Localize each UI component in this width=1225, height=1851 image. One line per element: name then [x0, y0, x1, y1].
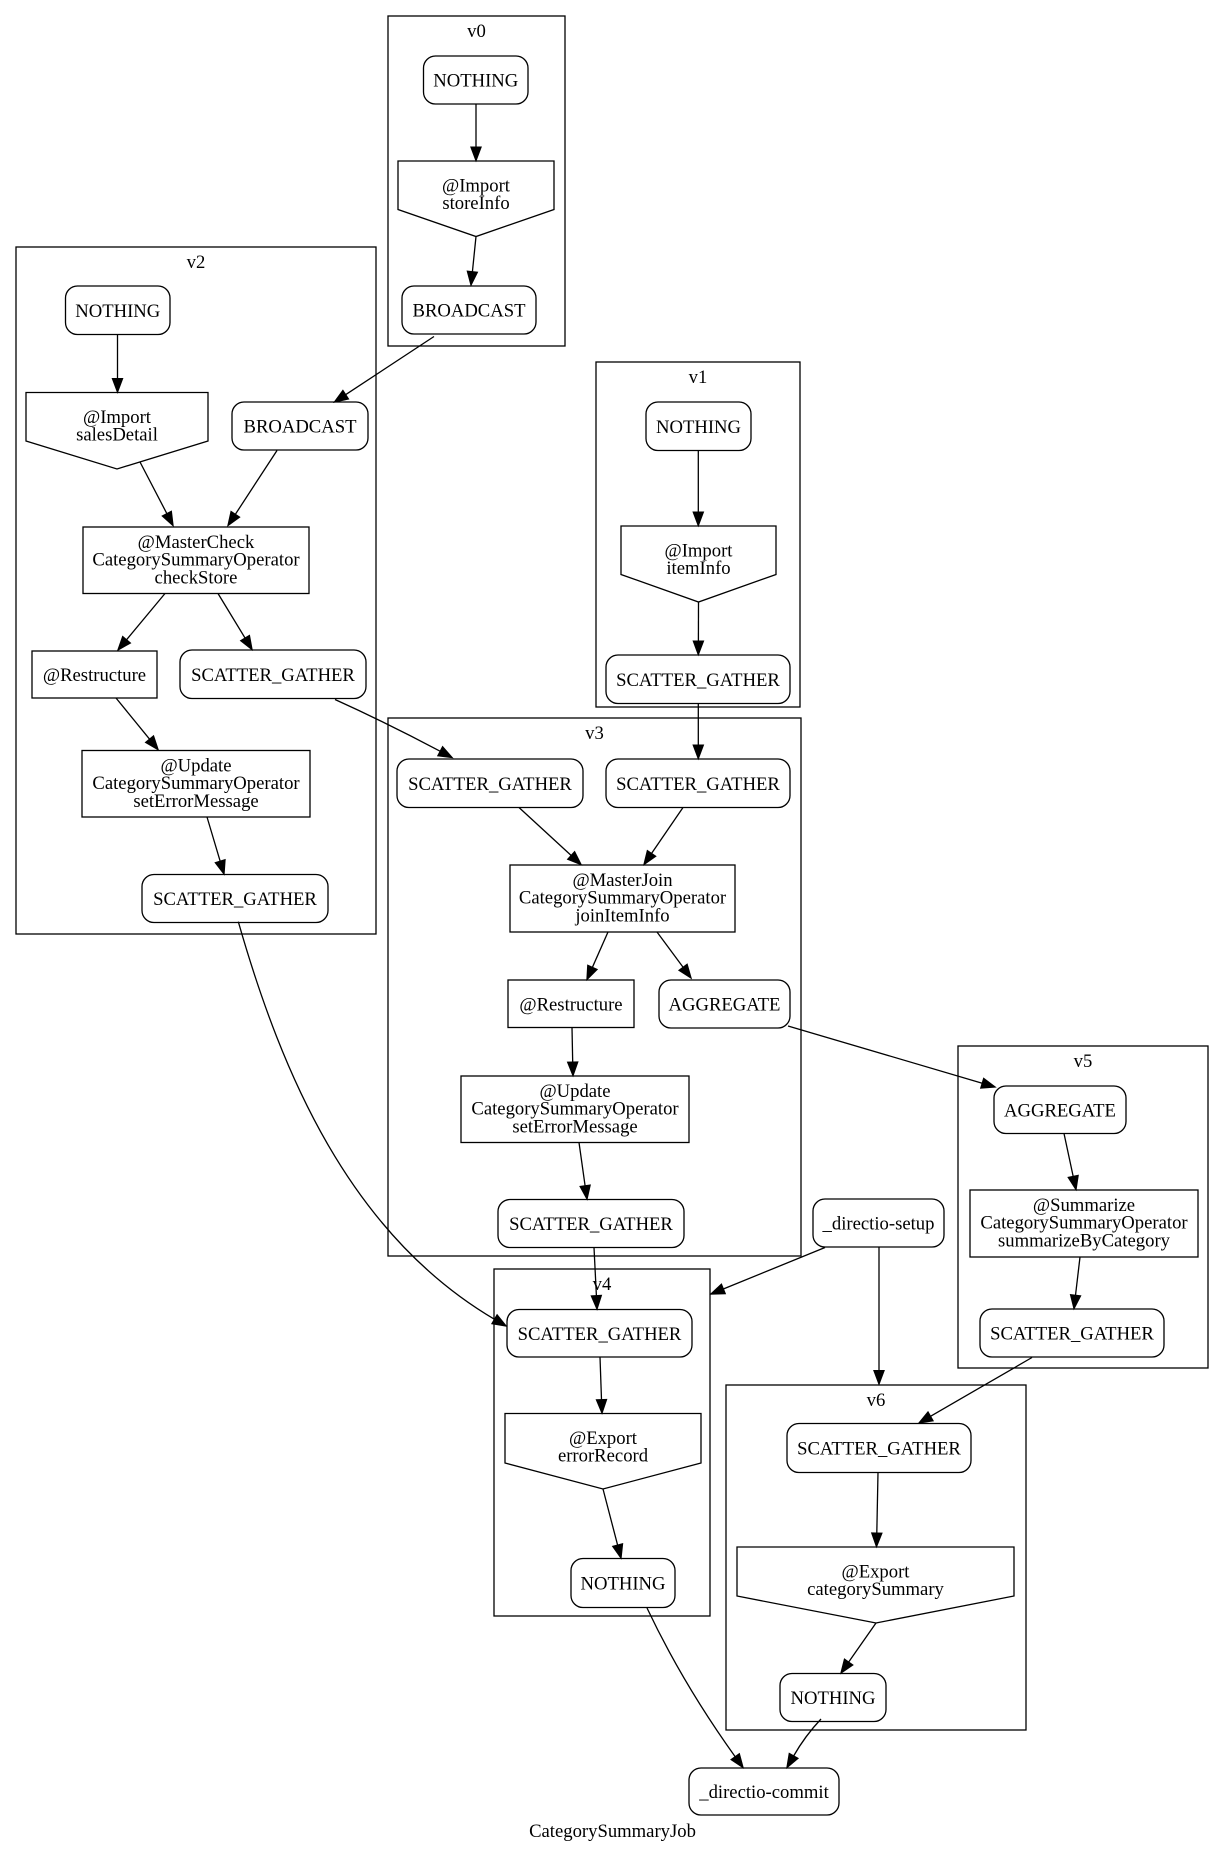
svg-text:@Export: @Export: [842, 1562, 911, 1583]
svg-text:@Import: @Import: [665, 541, 734, 562]
svg-text:@Update: @Update: [160, 756, 231, 777]
svg-text:@Import: @Import: [83, 407, 152, 428]
svg-text:@Restructure: @Restructure: [519, 994, 622, 1015]
svg-text:@MasterJoin: @MasterJoin: [572, 870, 673, 891]
svg-text:_directio-setup: _directio-setup: [822, 1214, 935, 1235]
svg-text:@Import: @Import: [442, 176, 511, 197]
svg-text:SCATTER_GATHER: SCATTER_GATHER: [518, 1324, 682, 1345]
svg-text:SCATTER_GATHER: SCATTER_GATHER: [616, 670, 780, 691]
svg-text:NOTHING: NOTHING: [791, 1688, 876, 1709]
svg-text:NOTHING: NOTHING: [656, 417, 741, 438]
svg-text:setErrorMessage: setErrorMessage: [133, 791, 258, 812]
svg-text:CategorySummaryOperator: CategorySummaryOperator: [980, 1213, 1188, 1234]
svg-text:itemInfo: itemInfo: [666, 558, 730, 579]
svg-text:_directio-commit: _directio-commit: [698, 1782, 829, 1803]
svg-text:v5: v5: [1074, 1051, 1093, 1072]
svg-text:errorRecord: errorRecord: [558, 1446, 649, 1467]
svg-text:SCATTER_GATHER: SCATTER_GATHER: [797, 1439, 961, 1460]
svg-text:NOTHING: NOTHING: [75, 301, 160, 322]
svg-text:NOTHING: NOTHING: [581, 1574, 666, 1595]
svg-text:v1: v1: [689, 367, 708, 388]
svg-text:SCATTER_GATHER: SCATTER_GATHER: [153, 889, 317, 910]
svg-text:storeInfo: storeInfo: [442, 193, 509, 214]
svg-text:SCATTER_GATHER: SCATTER_GATHER: [616, 774, 780, 795]
svg-text:CategorySummaryOperator: CategorySummaryOperator: [471, 1099, 679, 1120]
svg-text:@Restructure: @Restructure: [43, 665, 146, 686]
svg-text:v0: v0: [467, 21, 486, 42]
svg-text:SCATTER_GATHER: SCATTER_GATHER: [509, 1214, 673, 1235]
svg-text:CategorySummaryOperator: CategorySummaryOperator: [519, 888, 727, 909]
svg-text:v3: v3: [585, 723, 604, 744]
svg-text:categorySummary: categorySummary: [807, 1579, 944, 1600]
svg-text:v6: v6: [867, 1390, 886, 1411]
svg-text:SCATTER_GATHER: SCATTER_GATHER: [990, 1324, 1154, 1345]
svg-text:setErrorMessage: setErrorMessage: [512, 1116, 637, 1137]
svg-text:@MasterCheck: @MasterCheck: [138, 532, 255, 553]
svg-text:CategorySummaryOperator: CategorySummaryOperator: [92, 773, 300, 794]
svg-text:BROADCAST: BROADCAST: [244, 417, 358, 438]
svg-text:salesDetail: salesDetail: [76, 425, 158, 446]
svg-text:@Export: @Export: [569, 1428, 638, 1449]
svg-text:BROADCAST: BROADCAST: [413, 301, 527, 322]
svg-text:v2: v2: [187, 252, 206, 273]
svg-text:NOTHING: NOTHING: [433, 71, 518, 92]
svg-text:SCATTER_GATHER: SCATTER_GATHER: [408, 774, 572, 795]
svg-text:summarizeByCategory: summarizeByCategory: [998, 1230, 1171, 1251]
svg-text:checkStore: checkStore: [155, 567, 238, 588]
svg-text:v4: v4: [593, 1274, 612, 1295]
svg-text:AGGREGATE: AGGREGATE: [669, 995, 781, 1016]
svg-text:@Summarize: @Summarize: [1033, 1195, 1135, 1216]
svg-text:AGGREGATE: AGGREGATE: [1004, 1100, 1116, 1121]
svg-text:@Update: @Update: [539, 1081, 610, 1102]
svg-text:joinItemInfo: joinItemInfo: [574, 905, 669, 926]
svg-text:CategorySummaryOperator: CategorySummaryOperator: [92, 550, 300, 571]
svg-text:CategorySummaryJob: CategorySummaryJob: [529, 1821, 696, 1842]
svg-text:SCATTER_GATHER: SCATTER_GATHER: [191, 665, 355, 686]
